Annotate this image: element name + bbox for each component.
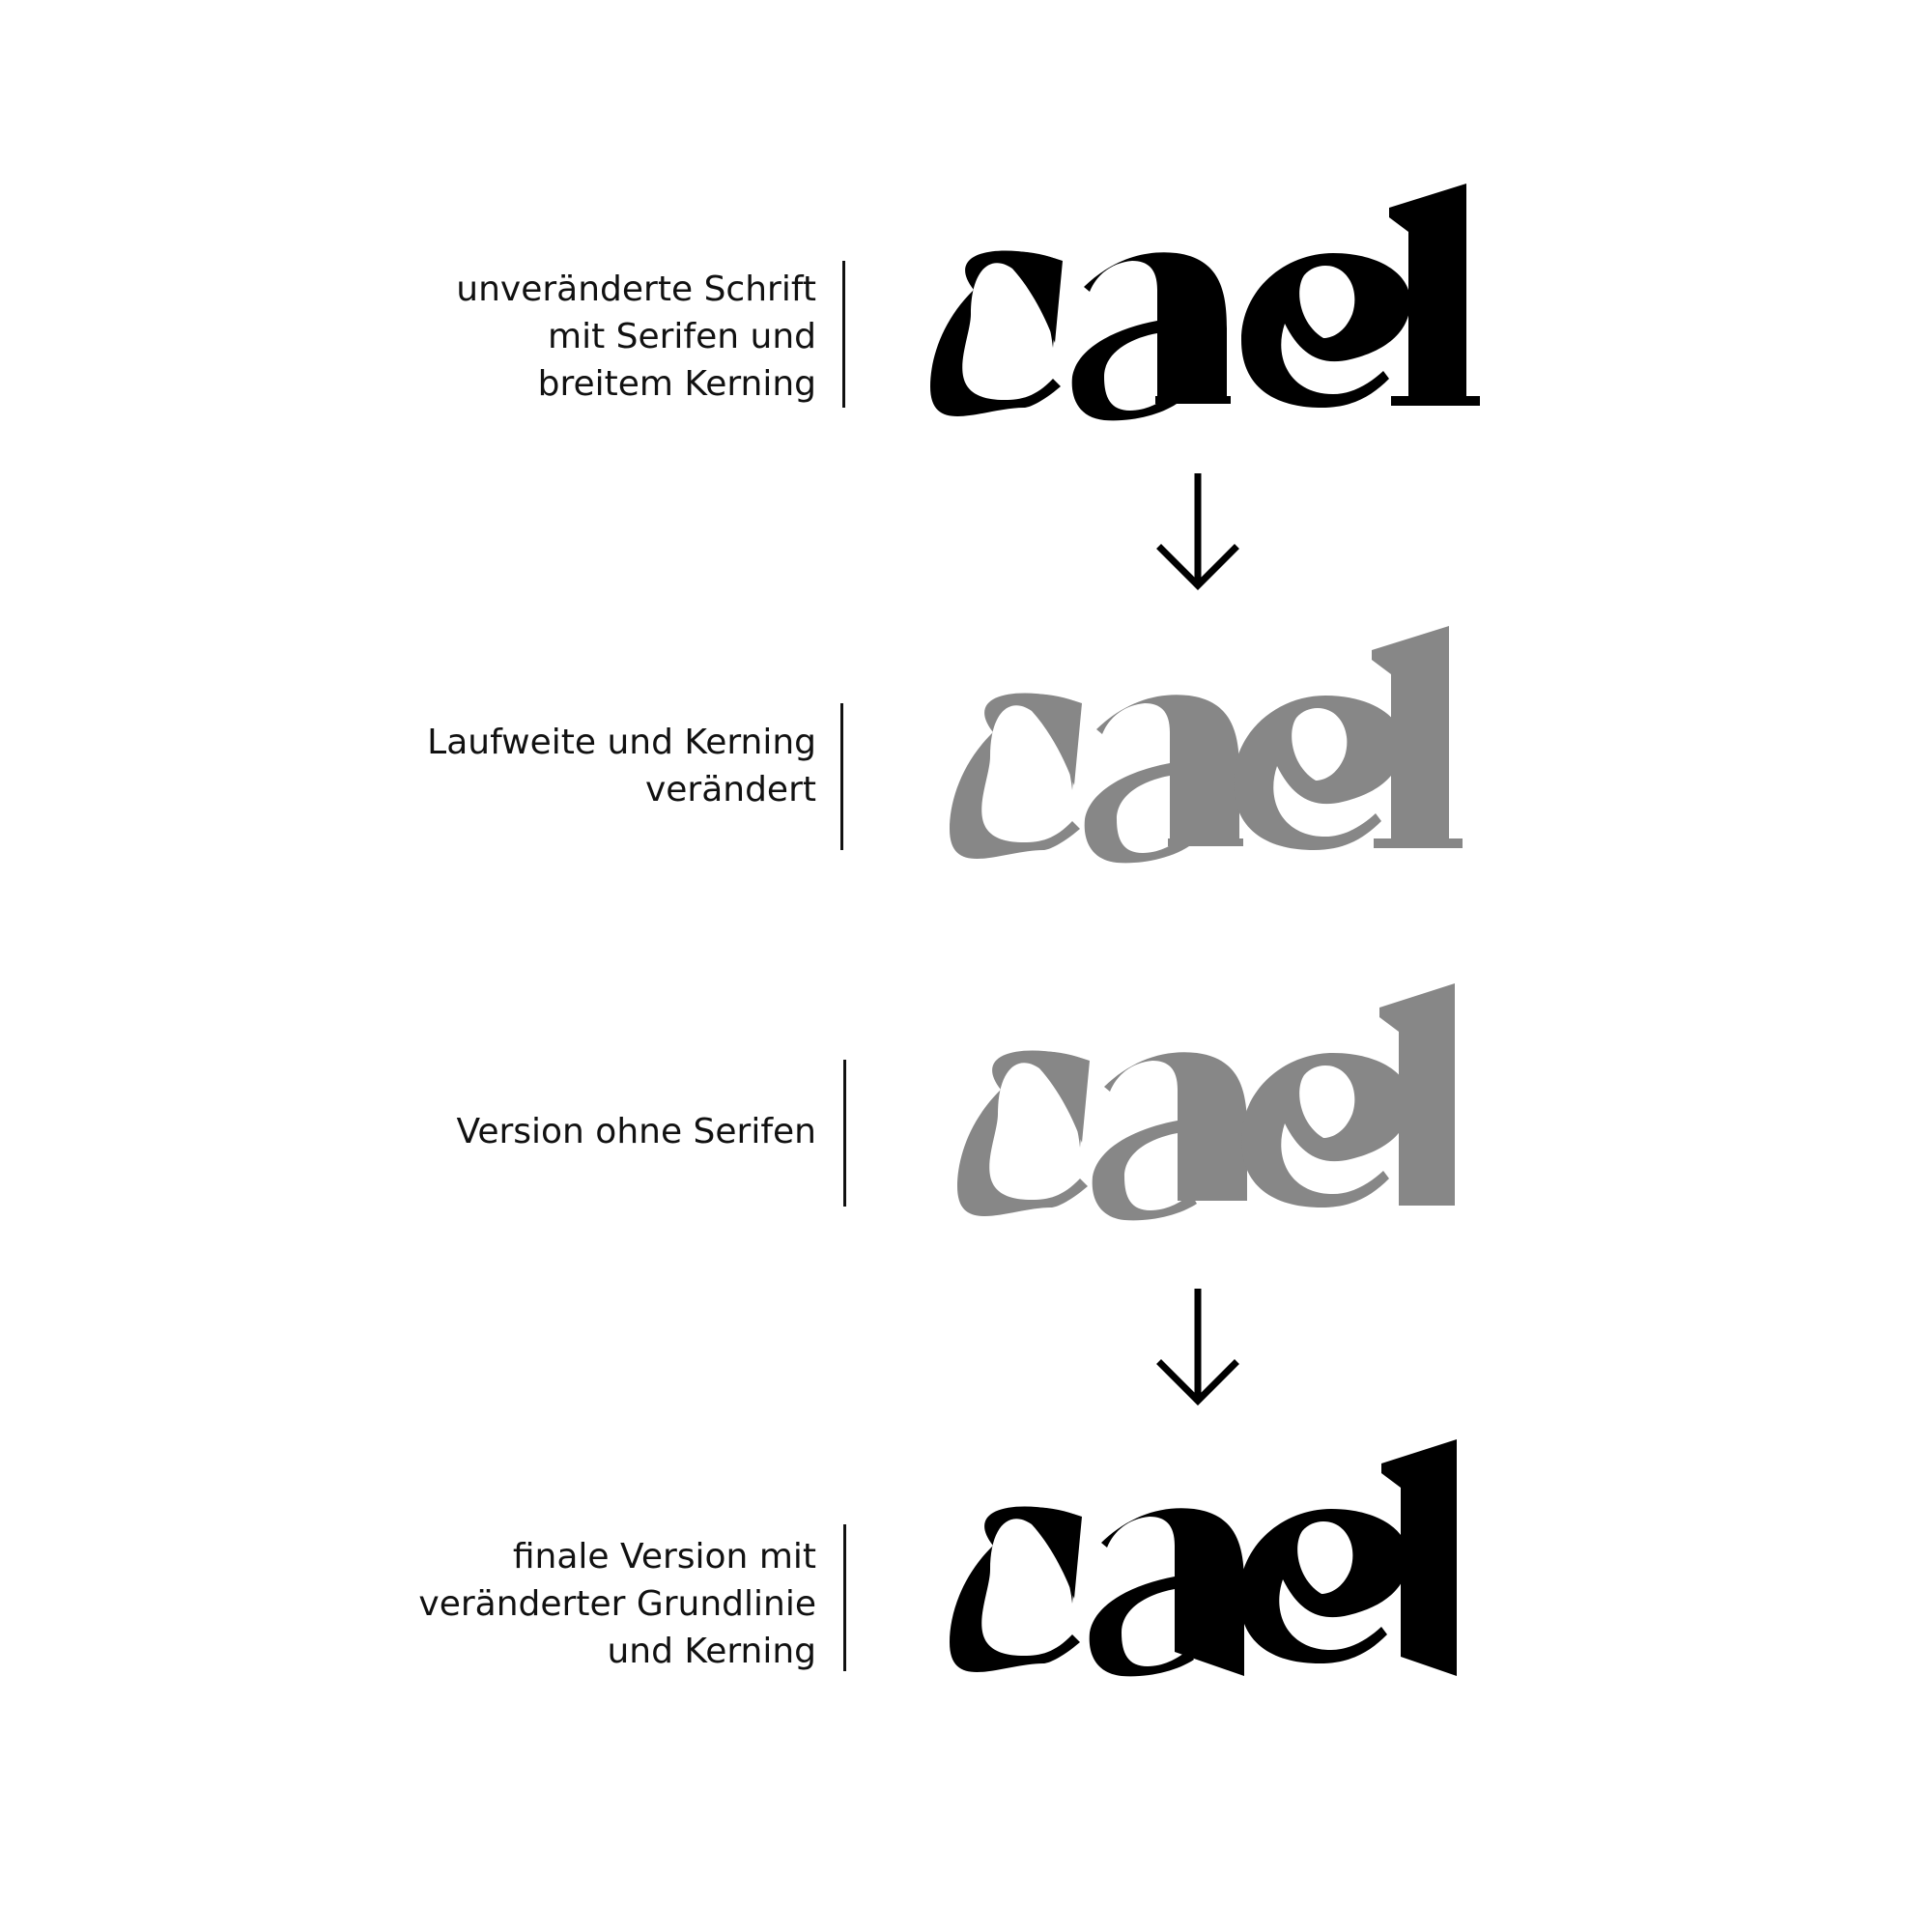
caption-line: finale Version mit: [512, 1537, 816, 1577]
divider-step-3: [843, 1060, 846, 1207]
caption-line: unveränderte Schrift: [456, 270, 816, 309]
caption-step-2: Laufweite und Kerning verändert: [427, 719, 816, 813]
arrow-down-icon: [1156, 1289, 1239, 1406]
caption-step-1: unveränderte Schrift mit Serifen und bre…: [456, 266, 816, 408]
caption-line: verändert: [644, 770, 816, 810]
divider-step-4: [843, 1524, 846, 1671]
caption-line: Version ohne Serifen: [456, 1112, 816, 1151]
caption-line: Laufweite und Kerning: [427, 723, 816, 762]
arrow-down-icon: [1156, 473, 1239, 590]
divider-step-1: [842, 261, 845, 408]
wordmark-step-3: [957, 983, 1455, 1221]
caption-step-3: Version ohne Serifen: [456, 1108, 816, 1155]
wordmark-step-2: [950, 626, 1463, 864]
wordmark-step-1: [930, 184, 1480, 421]
caption-line: veränderter Grundlinie: [418, 1584, 816, 1624]
caption-line: und Kerning: [607, 1632, 816, 1671]
caption-line: breitem Kerning: [537, 364, 816, 404]
divider-step-2: [840, 703, 843, 850]
caption-step-4: finale Version mit veränderter Grundlini…: [418, 1533, 816, 1675]
wordmark-step-4: [950, 1439, 1457, 1677]
caption-line: mit Serifen und: [548, 317, 816, 356]
